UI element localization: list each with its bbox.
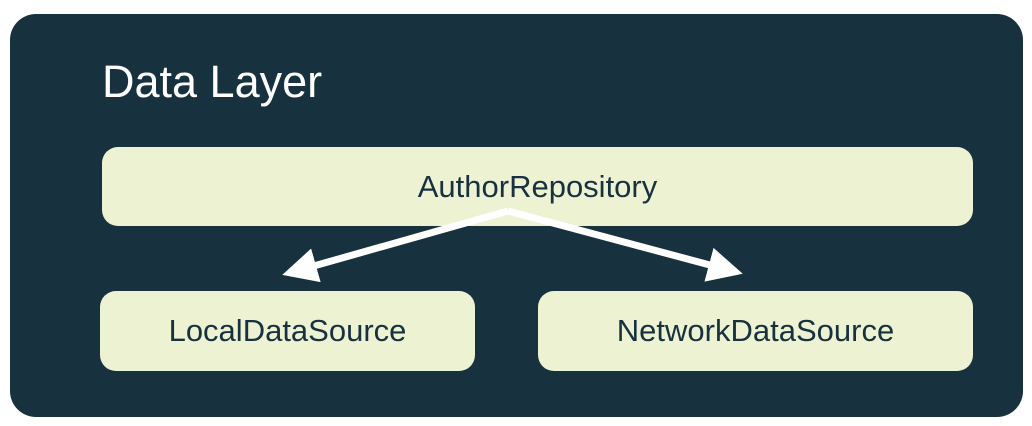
node-author-repository-label: AuthorRepository (417, 168, 658, 204)
node-author-repository: AuthorRepository (102, 147, 973, 226)
node-network-data-source-label: NetworkDataSource (616, 313, 895, 348)
node-local-data-source: LocalDataSource (100, 291, 475, 371)
diagram-title: Data Layer (102, 56, 323, 107)
node-local-data-source-label: LocalDataSource (168, 313, 407, 348)
data-layer-container: Data Layer AuthorRepository LocalDataSou… (10, 14, 1023, 417)
node-network-data-source: NetworkDataSource (538, 291, 973, 371)
